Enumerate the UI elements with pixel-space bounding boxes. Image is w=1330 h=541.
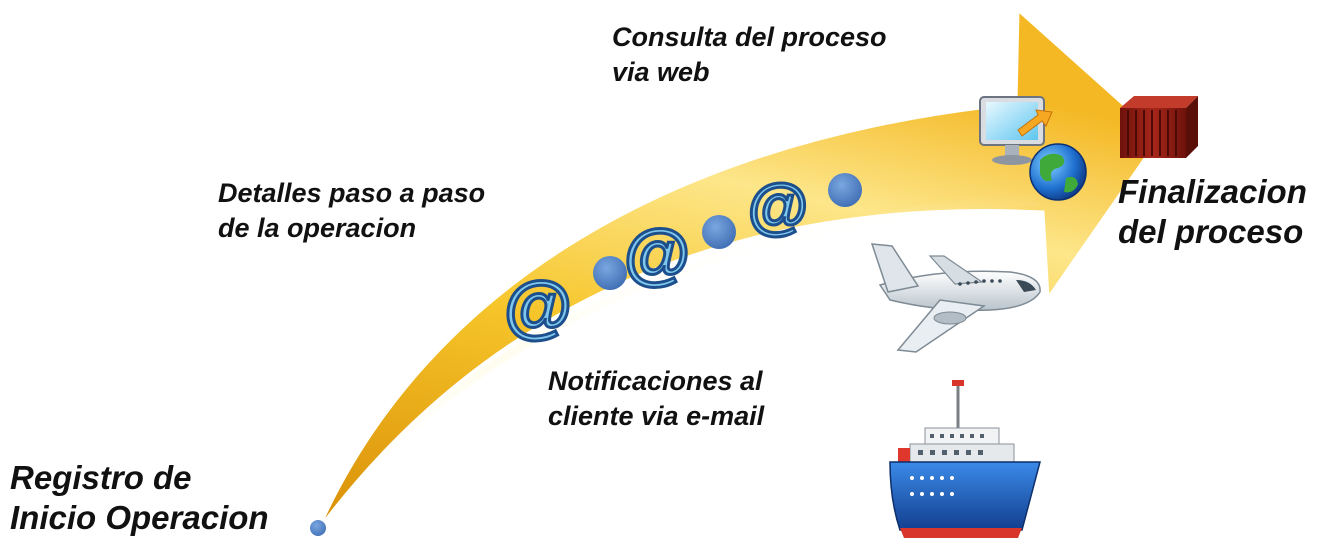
svg-text:@: @: [624, 216, 690, 292]
end-label-line-1: Finalizacion: [1118, 173, 1307, 210]
start-label-line-1: Registro de: [10, 459, 192, 496]
start-label-line-2: Inicio Operacion: [10, 499, 269, 536]
dot-icon: [828, 173, 862, 207]
at-sign-icon: @: [502, 266, 573, 347]
container-icon: [1120, 96, 1198, 158]
ship-icon: [889, 380, 1041, 538]
notifications-label-line-2: cliente via e-mail: [548, 401, 765, 431]
email-markers: @ @ @: [502, 171, 862, 347]
notifications-label: Notificaciones al cliente via e-mail: [548, 364, 764, 434]
computer-globe-icon: [979, 96, 1087, 201]
svg-text:@: @: [504, 267, 572, 345]
details-label-line-1: Detalles paso a paso: [218, 178, 486, 208]
web-query-label-line-1: Consulta del proceso: [612, 22, 887, 52]
at-sign-icon: @: [746, 171, 809, 243]
airplane-icon: [870, 243, 1041, 353]
dot-icon: [593, 256, 627, 290]
process-arrow: [316, 6, 1162, 531]
web-query-label-line-2: via web: [612, 57, 710, 87]
start-label: Registro de Inicio Operacion: [10, 458, 269, 538]
at-sign-icon: @: [622, 215, 691, 294]
notifications-label-line-1: Notificaciones al: [548, 366, 763, 396]
dot-icon: [702, 215, 736, 249]
details-label: Detalles paso a paso de la operacion: [218, 176, 485, 246]
start-point-icon: [308, 518, 328, 538]
svg-text:@: @: [748, 172, 808, 241]
end-label-line-2: del proceso: [1118, 213, 1304, 250]
details-label-line-2: de la operacion: [218, 213, 417, 243]
web-query-label: Consulta del proceso via web: [612, 20, 887, 90]
end-label: Finalizacion del proceso: [1118, 172, 1307, 252]
